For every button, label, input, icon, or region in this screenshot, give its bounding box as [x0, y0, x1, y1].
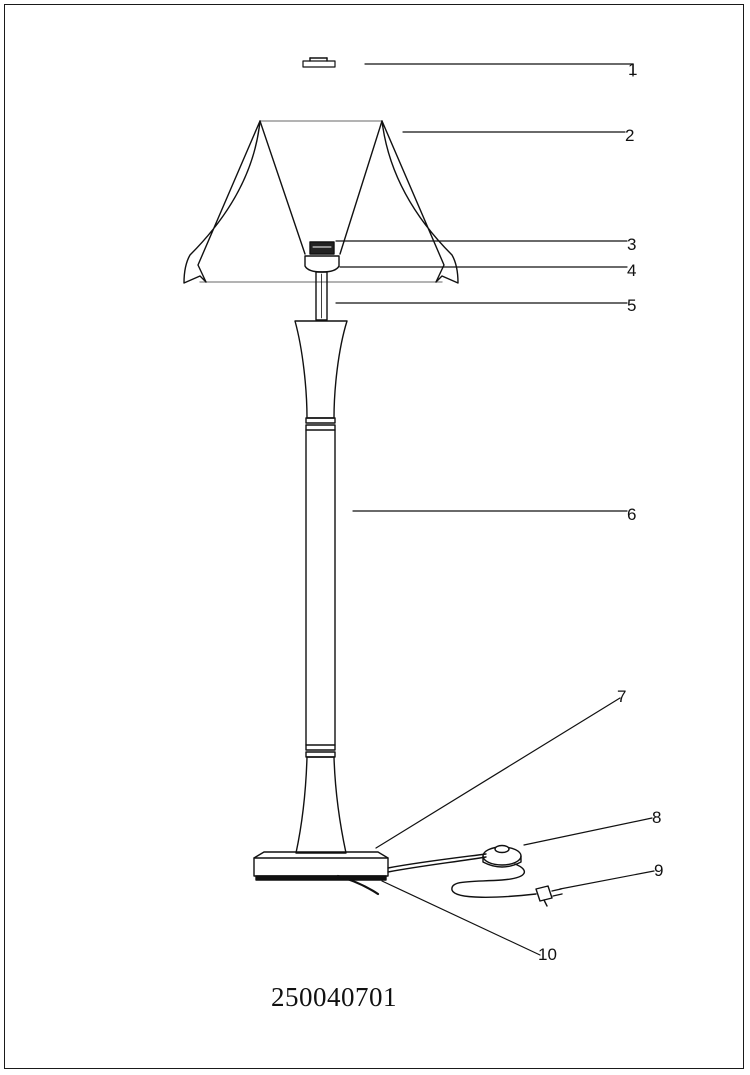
part-4-socket: [304, 255, 340, 273]
part-5-threaded-rod: [315, 271, 328, 321]
part-3-socket-cap: [309, 241, 335, 255]
leader-lines: [335, 63, 655, 956]
model-number: 250040701: [271, 982, 397, 1012]
callout-3: 3: [627, 235, 637, 254]
part-2-lampshade: [183, 120, 459, 284]
part-7-base: [253, 851, 389, 881]
callout-9: 9: [654, 861, 664, 880]
callout-1: 1: [628, 60, 638, 79]
callout-4: 4: [627, 261, 637, 280]
callout-10: 10: [538, 945, 557, 964]
callout-2: 2: [625, 126, 635, 145]
callout-5: 5: [627, 296, 637, 315]
drawing-border: [4, 4, 744, 1069]
part-9-plug: [451, 863, 563, 907]
part-1-finial: [302, 57, 336, 68]
callout-8: 8: [652, 808, 662, 827]
callout-6: 6: [627, 505, 637, 524]
callout-7: 7: [617, 687, 627, 706]
part-8-foot-switch: [387, 844, 522, 873]
part-10-cord-exit: [336, 874, 380, 896]
part-6-column: [294, 320, 348, 854]
